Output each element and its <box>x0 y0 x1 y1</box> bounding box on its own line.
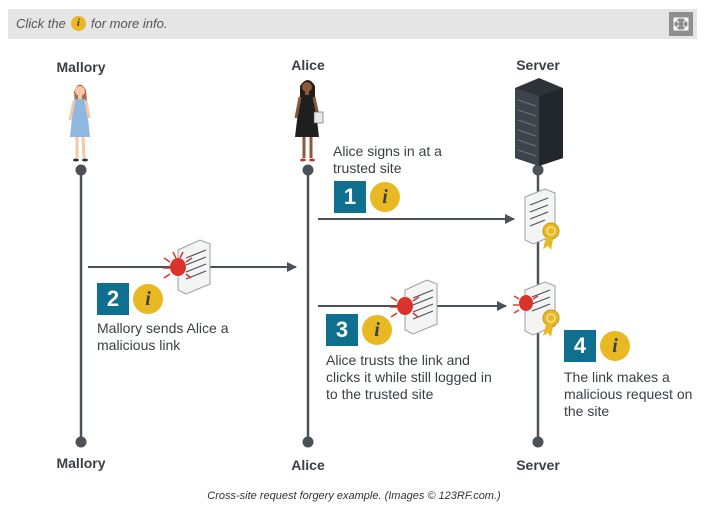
actor-label-server-top: Server <box>516 57 560 73</box>
mallory-figure <box>68 84 91 162</box>
csrf-diagram <box>68 78 563 448</box>
actor-label-mallory-top: Mallory <box>56 59 106 75</box>
trusted-certificate-document-icon <box>524 188 560 250</box>
step-3-info-icon[interactable]: i <box>362 315 392 345</box>
malicious-link-document-icon <box>163 239 211 295</box>
step-4-number: 4 <box>564 330 596 362</box>
step-2-description: Mallory sends Alice a malicious link <box>97 320 229 353</box>
expand-icon <box>673 17 689 31</box>
compromised-certificate-document-icon <box>513 281 560 337</box>
server-rack-icon <box>515 78 563 166</box>
step-1-number: 1 <box>334 181 366 213</box>
step-3-badge: 3 i <box>326 314 392 346</box>
step-2-info-icon[interactable]: i <box>133 284 163 314</box>
step-4-info-icon[interactable]: i <box>600 331 630 361</box>
mallory-lifeline <box>75 164 87 448</box>
hint-text: Click the i for more info. <box>16 16 167 31</box>
actor-label-server-bottom: Server <box>516 457 560 473</box>
step-1-description: Alice signs in at a trusted site <box>333 143 442 176</box>
hint-bar: Click the i for more info. <box>8 9 697 39</box>
step-4-description: The link makes a malicious request on th… <box>564 369 693 419</box>
actor-label-mallory-bottom: Mallory <box>56 455 106 471</box>
step-4-badge: 4 i <box>564 330 630 362</box>
bug-icon <box>163 251 193 279</box>
expand-fullscreen-button[interactable] <box>669 12 693 36</box>
step-2-number: 2 <box>97 283 129 315</box>
bug-icon <box>513 295 539 314</box>
hint-suffix: for more info. <box>90 16 168 31</box>
figure-caption: Cross-site request forgery example. (Ima… <box>207 490 501 502</box>
alice-lifeline <box>302 164 314 448</box>
hint-prefix: Click the <box>16 16 66 31</box>
actor-label-alice-bottom: Alice <box>291 457 325 473</box>
info-icon: i <box>70 16 86 31</box>
step-2-badge: 2 i <box>97 283 163 315</box>
step-1-info-icon[interactable]: i <box>370 182 400 212</box>
step-3-number: 3 <box>326 314 358 346</box>
malicious-request-document-icon <box>390 279 438 335</box>
actor-label-alice-top: Alice <box>291 57 325 73</box>
step-1-badge: 1 i <box>334 181 400 213</box>
step-3-description: Alice trusts the link and clicks it whil… <box>326 352 492 402</box>
bug-icon <box>390 296 420 318</box>
alice-figure <box>294 80 324 162</box>
